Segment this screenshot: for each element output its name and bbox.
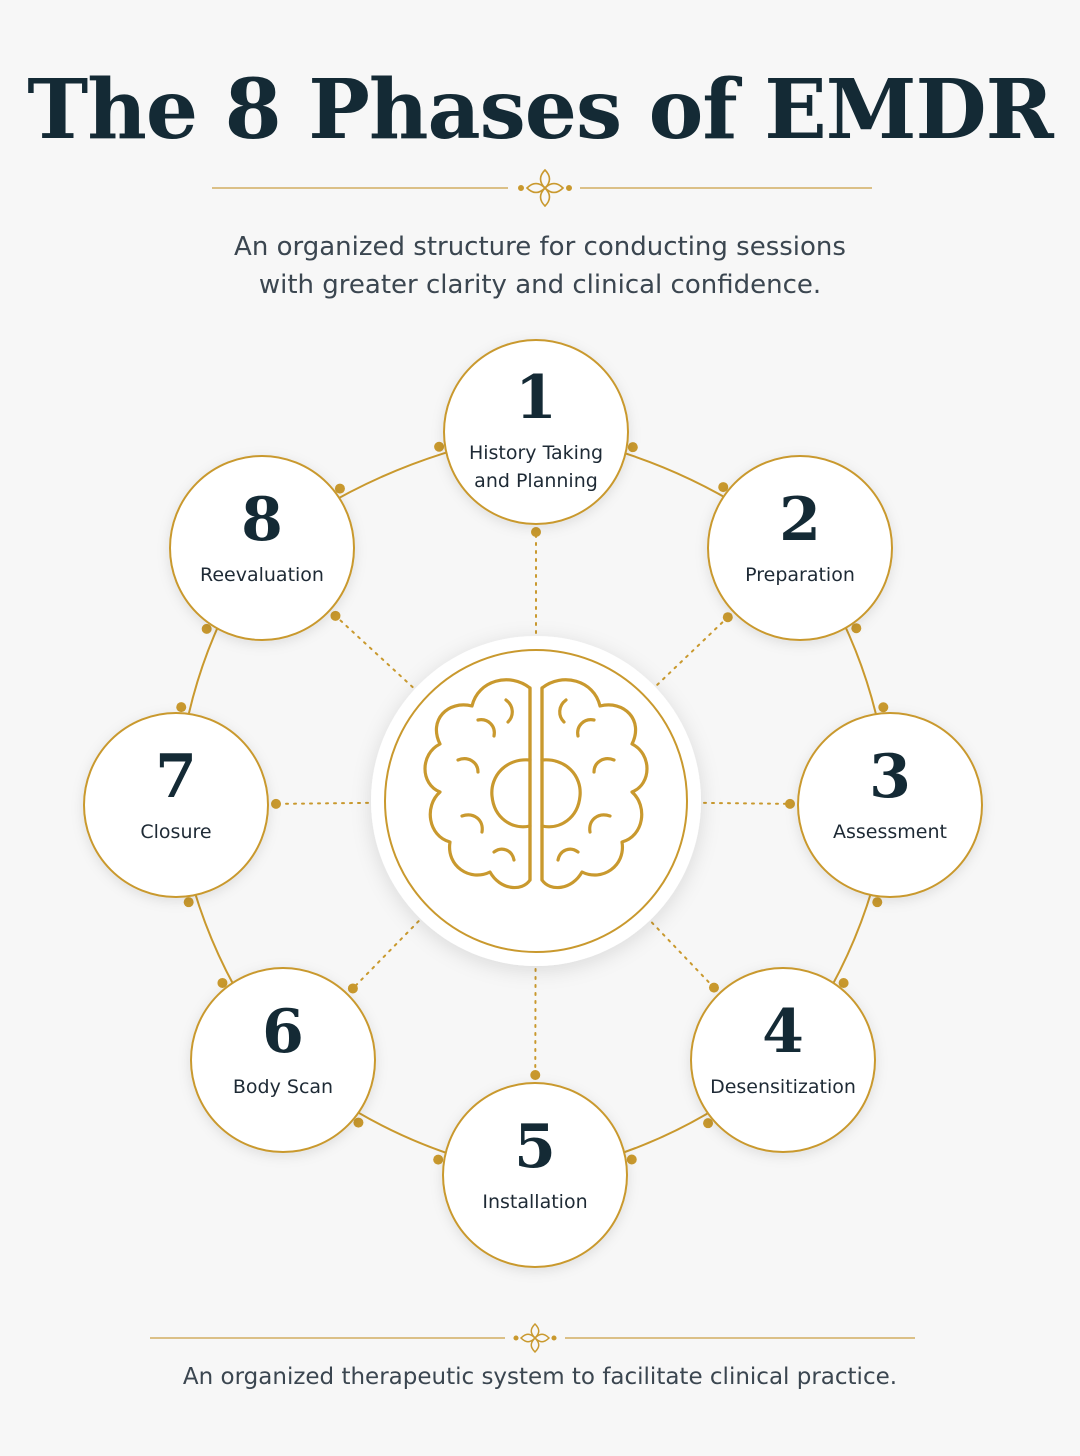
ring-dot [718,482,729,493]
subtitle: An organized structure for conducting se… [0,228,1080,304]
phase-number: 6 [262,997,304,1067]
ring-dot [433,1154,444,1165]
phase-number: 5 [514,1112,556,1182]
spoke-dot [708,982,719,993]
spoke-dot [531,527,541,537]
bottom-divider [150,1322,915,1354]
ring-dot [176,702,187,713]
subtitle-line-1: An organized structure for conducting se… [234,232,846,262]
spoke-dot [785,798,796,809]
phase-circle [690,967,876,1153]
phase-number: 7 [155,742,197,812]
ring-dot [703,1118,714,1129]
spoke-line [650,921,715,989]
phase-number: 8 [241,485,283,555]
phase-label: Assessment [833,821,947,843]
ring-dot [217,977,228,988]
spoke-dot [270,798,281,809]
phase-label: Installation [482,1191,587,1213]
phase-circle [190,967,376,1153]
ring-dot [626,1154,637,1165]
ring-dot [627,442,638,453]
spoke-line [334,614,414,689]
ring-dot [838,977,849,988]
ring-dot [434,441,445,452]
spoke-dot [330,610,341,621]
ring-dot [201,623,212,634]
footer-tagline: An organized therapeutic system to facil… [182,1364,898,1390]
spoke-line [702,801,792,805]
ring-dot [872,897,883,908]
flourish-icon [513,1322,557,1354]
spoke-dot [722,612,733,623]
phase-label: and Planning [474,470,598,492]
flourish-icon [517,168,572,208]
phase-number: 3 [869,742,911,812]
phase-number: 4 [762,997,804,1067]
phase-label: History Taking [469,442,603,464]
phase-circle [169,455,355,641]
phase-label: Preparation [745,564,855,586]
spoke-dot [347,983,358,994]
spoke-line [656,616,729,686]
phase-circle [442,1082,628,1268]
phase-circle [83,712,269,898]
phase-number: 1 [515,363,557,433]
phase-label: Closure [140,821,211,843]
phase-number: 2 [779,485,821,555]
spoke-line [274,801,370,805]
phase-circle [443,339,629,525]
phase-label: Body Scan [233,1076,333,1098]
spoke-line [351,920,420,990]
center-hub [371,636,701,966]
spoke-dot [530,1070,541,1081]
brain-icon [423,678,649,890]
ring-dot [851,623,862,634]
phase-circle [797,712,983,898]
phase-label: Desensitization [710,1076,856,1098]
phase-circle [707,455,893,641]
ring-dot [878,702,889,713]
subtitle-line-2: with greater clarity and clinical confid… [258,270,822,300]
page-title: The 8 Phases of EMDR [27,62,1053,158]
phase-label: Reevaluation [200,564,324,586]
ring-dot [334,483,345,494]
top-divider [212,168,872,208]
connector-spokes [270,527,796,1081]
ring-dot [353,1117,364,1128]
ring-dot [183,897,194,908]
